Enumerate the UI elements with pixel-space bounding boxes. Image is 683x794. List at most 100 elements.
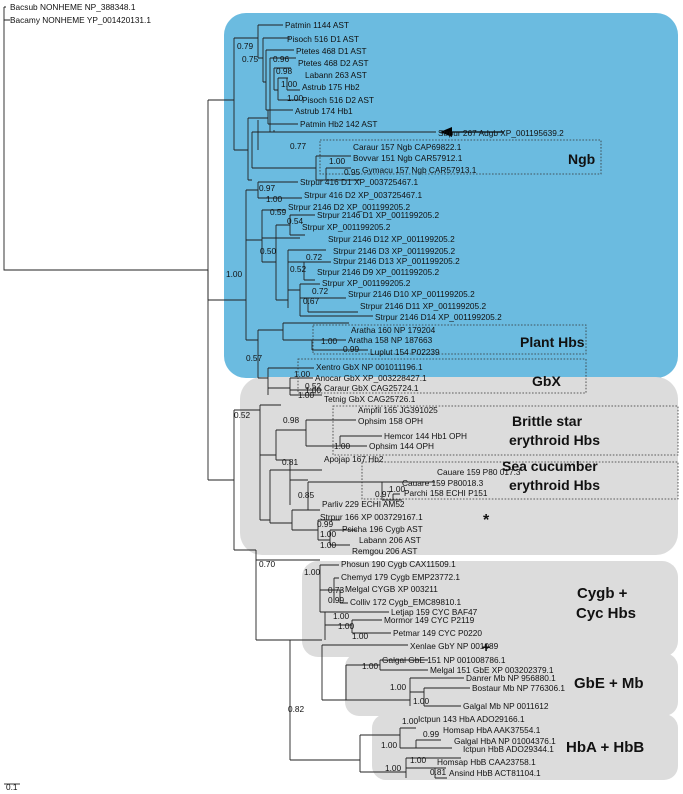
group-label-ngb: Ngb — [568, 151, 595, 167]
support-value: 0.73 — [328, 585, 345, 595]
leaf-label: Psicha 196 Cygb AST — [342, 524, 423, 534]
asterisk-marker: * — [483, 512, 490, 529]
leaf-label: Galgal HbA NP 01004376.1 — [454, 736, 556, 746]
leaf-label: Bostaur Mb NP 776306.1 — [472, 683, 565, 693]
echinoderm-clade-region — [240, 377, 678, 555]
leaf-label: Luplut 154 P02239 — [370, 347, 440, 357]
support-value: 0.98 — [276, 66, 293, 76]
support-value: 0.85 — [298, 490, 315, 500]
group-label-brittle-1: Brittle star — [512, 413, 583, 429]
leaf-label: Strpur 2146 D10 XP_001199205.2 — [348, 289, 475, 299]
leaf-label: Ampfil 165 JG391025 — [358, 405, 438, 415]
leaf-label: Strpur 267 Adgb XP_001195639.2 — [438, 128, 564, 138]
leaf-label: Astrub 175 Hb2 — [302, 82, 360, 92]
leaf-label: Ictpun HbB ADO29344.1 — [463, 744, 554, 754]
group-label-plant: Plant Hbs — [520, 334, 585, 350]
leaf-label: Caraur GbX CAG25724.1 — [324, 383, 419, 393]
leaf-label: Hemcor 144 Hb1 OPH — [384, 431, 467, 441]
leaf-label: Cauare 159 P80 017.3 — [437, 467, 521, 477]
support-value: 1.00 — [389, 484, 406, 494]
support-value: 0.52 — [234, 410, 251, 420]
group-label-cygb-2: Cyc Hbs — [576, 605, 636, 622]
plant-hbs-group-box — [312, 324, 587, 355]
leaf-label: Aratha 160 NP 179204 — [351, 325, 436, 335]
leaf-label: Strpur 2146 D14 XP_001199205.2 — [375, 312, 502, 322]
leaf-label: Strpur 2146 D11 XP_001199205.2 — [360, 301, 486, 311]
leaf-label: Parchi 158 ECHI P151 — [404, 488, 488, 498]
group-label-cygb-1: Cygb + — [577, 585, 628, 602]
support-value: 1.00 — [390, 682, 407, 692]
cross-marker: + — [482, 639, 490, 655]
leaf-label: Strpur 2146 D9 XP_001199205.2 — [317, 267, 439, 277]
leaf-label: Melgal 151 GbE XP 003202379.1 — [430, 665, 554, 675]
leaf-label: Patmin 1144 AST — [285, 20, 349, 30]
support-value: 0.59 — [270, 207, 287, 217]
leaf-label: Ictpun 143 HbA ADO29166.1 — [418, 714, 525, 724]
leaf-label: Labann 263 AST — [305, 70, 367, 80]
hba-hbb-clade-region — [372, 714, 678, 780]
support-value: 1.00 — [381, 740, 398, 750]
leaf-label: Bovvar 151 Ngb CAR57912.1 — [353, 153, 463, 163]
group-label-gbe-mb: GbE + Mb — [574, 675, 644, 692]
group-label-hba-hbb: HbA + HbB — [566, 739, 644, 756]
support-value: 0.97 — [259, 183, 276, 193]
leaf-label: Strpur 416 D1 XP_003725467.1 — [300, 177, 418, 187]
leaf-label: Homsap HbA AAK37554.1 — [443, 725, 541, 735]
leaf-label: Caraur 157 Ngb CAP69822.1 — [353, 142, 462, 152]
support-value: 1.00 — [287, 93, 304, 103]
leaf-label: Ophsim 144 OPH — [369, 441, 434, 451]
support-value: 1.00 — [362, 661, 379, 671]
leaf-label: Pisoch 516 D1 AST — [287, 34, 359, 44]
support-value: 0.57 — [246, 353, 263, 363]
support-value: 1.00 — [333, 611, 350, 621]
support-value: 0.70 — [259, 559, 276, 569]
leaf-label: Labann 206 AST — [359, 535, 421, 545]
sea-cucumber-group-box — [361, 461, 679, 500]
leaf-label: Danrer Mb NP 956880.1 — [466, 673, 556, 683]
group-label-seacuc-2: erythroid Hbs — [509, 477, 600, 493]
tree-branches — [3, 6, 470, 785]
support-value: 0.81 — [430, 767, 447, 777]
support-value: 0.82 — [288, 704, 305, 714]
leaf-label: Strpur 2146 D2 XP_001199205.2 — [288, 202, 410, 212]
leaf-label: Strpur 166 XP 003729167.1 — [320, 512, 423, 522]
leaf-label: Ophsim 158 OPH — [358, 416, 423, 426]
leaf-label: Bacsub NONHEME NP_388348.1 — [10, 2, 136, 12]
support-value: 1.00 — [320, 540, 337, 550]
support-value: 1.00 — [294, 369, 311, 379]
leaf-label: Strpur XP_001199205.2 — [302, 222, 391, 232]
support-value: 0.52 — [290, 264, 307, 274]
gbx-group-box — [297, 358, 587, 394]
leaf-label: Melgal CYGB XP 003211 — [345, 584, 438, 594]
support-value: 0.72 — [312, 286, 329, 296]
support-value: 1.00 — [329, 156, 346, 166]
leaf-label: Parliv 229 ECHI AM52 — [322, 499, 405, 509]
leaf-label: Pisoch 516 D2 AST — [302, 95, 374, 105]
support-value: 0.54 — [287, 216, 304, 226]
support-value: 0.79 — [237, 41, 254, 51]
leaf-label: Homsap HbB CAA23758.1 — [437, 757, 536, 767]
support-value: 1.00 — [402, 716, 419, 726]
leaf-label: Anocar GbX XP_003228427.1 — [315, 373, 427, 383]
support-value: 1.00 — [410, 755, 427, 765]
support-value: 1.00 — [320, 529, 337, 539]
ngb-group-box — [319, 139, 602, 175]
leaf-label: Colliv 172 Cygb_EMC89810.1 — [350, 597, 462, 607]
support-value: 0.52 — [305, 381, 322, 391]
leaf-label: Ptetes 468 D2 AST — [298, 58, 369, 68]
leaf-label: Patmin Hb2 142 AST — [300, 119, 377, 129]
scale-label: 0.1 — [6, 782, 18, 792]
leaf-label: Ptetes 468 D1 AST — [296, 46, 367, 56]
support-value: 1.00 — [266, 194, 283, 204]
support-value: 0.99 — [317, 519, 334, 529]
blue-clade-region — [224, 13, 678, 378]
group-label-seacuc-1: Sea cucumber — [502, 458, 598, 474]
arrow-left-icon — [440, 127, 504, 137]
support-value: 0.77 — [290, 141, 307, 151]
leaf-label: Xentro GbX NP 001011196.1 — [316, 362, 423, 372]
group-label-gbx: GbX — [532, 373, 561, 389]
support-value: 1.00 — [321, 336, 338, 346]
leaf-label: Mormor 149 CYC P2119 — [384, 615, 475, 625]
leaf-label: Astrub 174 Hb1 — [295, 106, 353, 116]
